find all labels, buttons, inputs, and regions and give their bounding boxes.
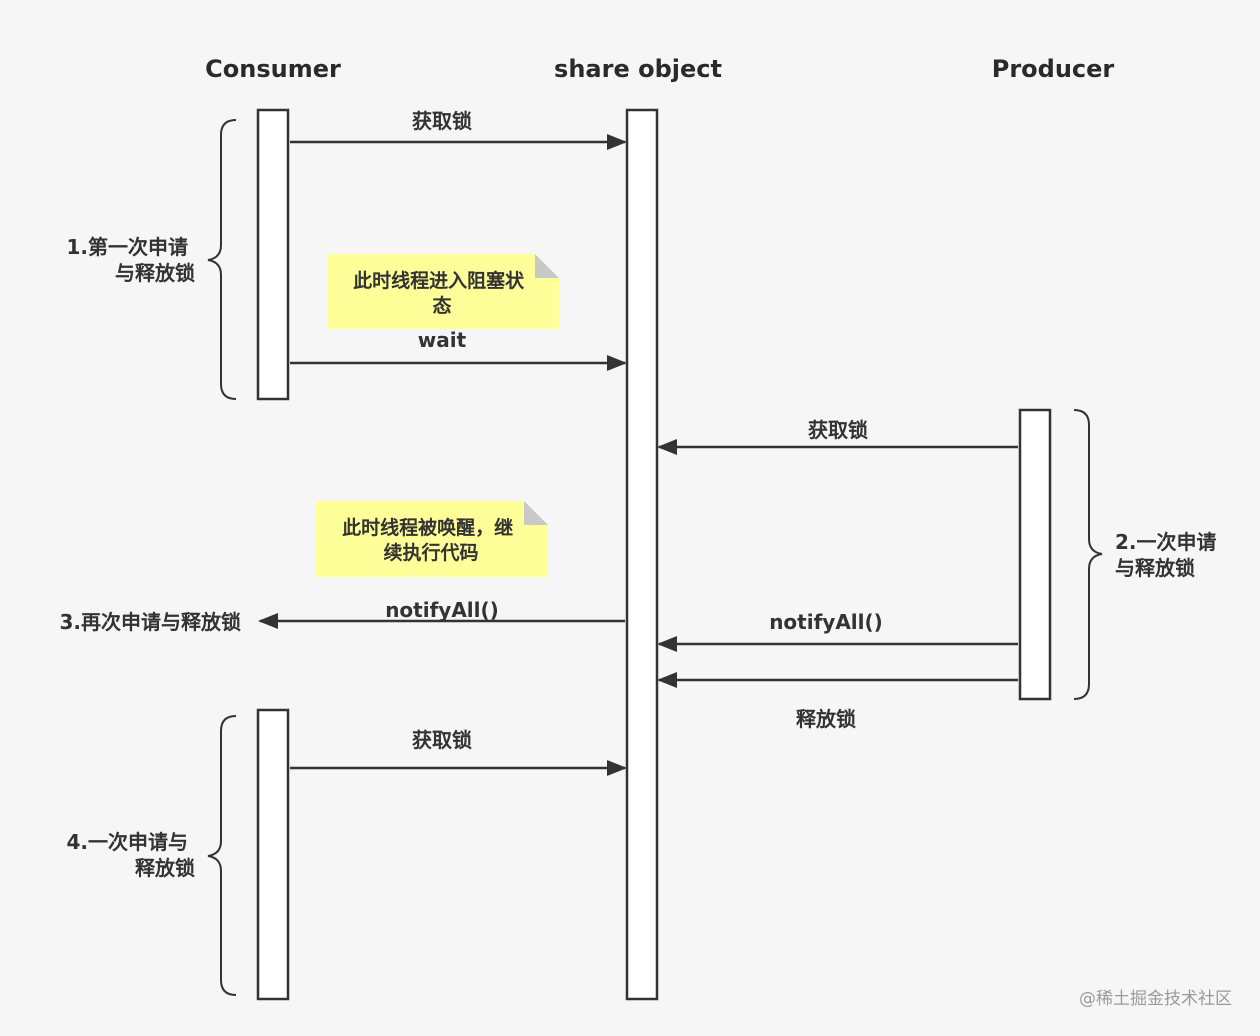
phase4-label: 4.一次申请与 释放锁 <box>67 830 195 880</box>
producer-release-label: 释放锁 <box>796 707 856 731</box>
phase2-label: 2.一次申请 与释放锁 <box>1115 530 1223 580</box>
consumer-acquire-label-1: 获取锁 <box>412 109 472 133</box>
producer-header: Producer <box>992 55 1115 83</box>
consumer-acquire-label-2: 获取锁 <box>412 728 472 752</box>
blocked-note: 此时线程进入阻塞状 态 <box>327 254 559 329</box>
share-object-activation-bar <box>625 108 659 1001</box>
woken-note: 此时线程被唤醒，继 续执行代码 <box>316 501 548 577</box>
phase1-brace <box>207 119 237 400</box>
phase3-label: 3.再次申请与释放锁 <box>59 610 241 634</box>
phase1-label: 1.第一次申请 与释放锁 <box>67 235 195 285</box>
producer-notify-label: notifyAll() <box>769 610 883 634</box>
blocked-note-text: 此时线程进入阻塞状 态 <box>353 269 531 317</box>
producer-acquire-label: 获取锁 <box>808 418 868 442</box>
phase4-brace <box>207 715 237 996</box>
share-object-header: share object <box>554 55 722 83</box>
consumer-activation-bar-2 <box>256 708 290 1001</box>
consumer-header: Consumer <box>205 55 341 83</box>
consumer-activation-bar-1 <box>256 108 290 401</box>
consumer-wait-label: wait <box>418 328 467 352</box>
object-notify-consumer-label: notifyAll() <box>385 598 499 622</box>
watermark-text: @稀土掘金技术社区 <box>1079 989 1232 1009</box>
woken-note-text: 此时线程被唤醒，继 续执行代码 <box>342 516 520 564</box>
phase2-brace <box>1073 409 1103 700</box>
producer-activation-bar <box>1018 408 1052 701</box>
